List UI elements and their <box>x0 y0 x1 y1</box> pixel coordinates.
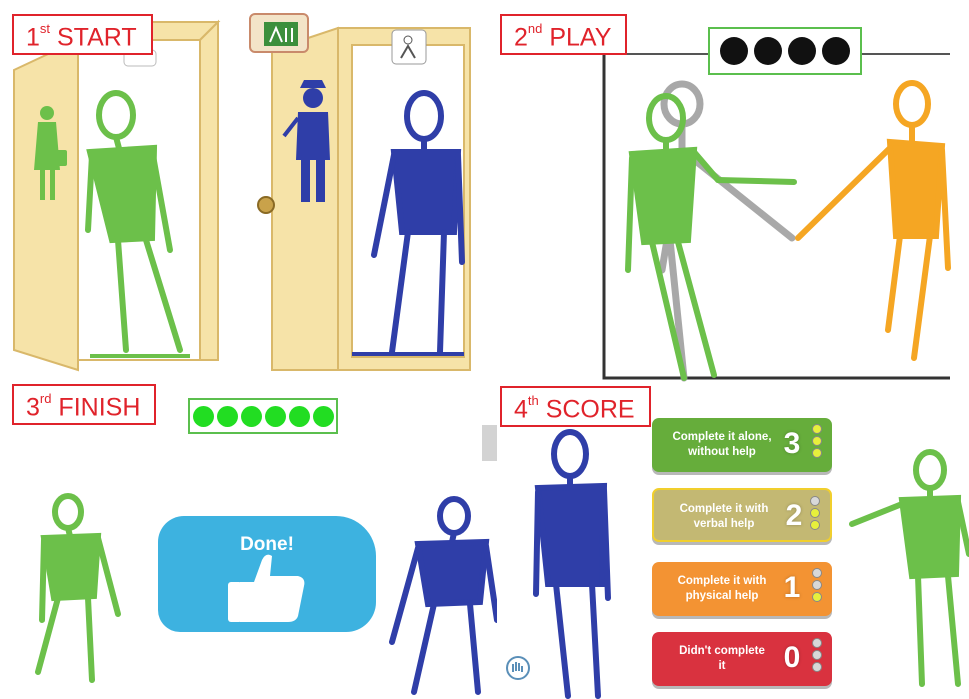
score-option-line1: Complete it with <box>678 575 767 587</box>
door-knob-icon <box>258 197 274 213</box>
score-button-0[interactable]: Didn't complete it 0 <box>652 632 832 686</box>
indicator-light <box>812 436 822 446</box>
blue-stick-figure <box>392 499 497 692</box>
score-points: 2 <box>782 496 806 536</box>
step-word: FINISH <box>58 393 140 421</box>
blue-stick-figure <box>536 432 608 696</box>
step-ordinal-suffix: nd <box>528 21 542 36</box>
score-option-line1: Complete it with <box>680 503 769 515</box>
score-points: 0 <box>780 638 804 678</box>
indicator-light <box>810 520 820 530</box>
step-label-play: 2nd PLAY <box>500 14 627 55</box>
panel-start: 1st START <box>0 0 497 378</box>
score-option-line2: physical help <box>686 590 759 602</box>
score-option-text: Complete it with physical help <box>658 562 786 616</box>
indicator-light <box>810 508 820 518</box>
score-points: 3 <box>780 424 804 464</box>
start-scene <box>0 0 497 378</box>
progress-dot <box>754 37 782 65</box>
orange-stick-figure <box>798 83 948 358</box>
score-option-text: Complete it alone, without help <box>658 418 786 472</box>
score-button-2[interactable]: Complete it with verbal help 2 <box>652 488 832 542</box>
step-ordinal: 4 <box>514 395 528 423</box>
progress-dot <box>217 406 238 427</box>
toilet-sign-icon <box>392 30 426 64</box>
green-stick-figure <box>852 452 969 684</box>
progress-dot <box>265 406 286 427</box>
score-option-text: Didn't complete it <box>658 632 786 686</box>
step-ordinal: 1 <box>26 23 40 51</box>
step-ordinal-suffix: th <box>528 393 539 408</box>
green-stick-figure <box>628 96 794 378</box>
score-points: 1 <box>780 568 804 608</box>
indicator-light <box>812 424 822 434</box>
step-ordinal-suffix: st <box>40 21 50 36</box>
score-option-line1: Didn't complete <box>679 645 765 657</box>
indicator-light <box>812 592 822 602</box>
progress-dot <box>822 37 850 65</box>
score-option-line2: verbal help <box>694 518 755 530</box>
indicator-light <box>812 650 822 660</box>
progress-dot <box>289 406 310 427</box>
indicator-light <box>812 448 822 458</box>
progress-dot <box>313 406 334 427</box>
step-label-finish: 3rd FINISH <box>12 384 156 425</box>
score-option-text: Complete it with verbal help <box>660 490 788 544</box>
step-label-score: 4th SCORE <box>500 386 651 427</box>
panel-finish: 3rd FINISH Done! <box>0 380 497 699</box>
indicator-light <box>810 496 820 506</box>
step-ordinal: 3 <box>26 393 40 421</box>
panel-play: 2nd PLAY <box>498 0 969 383</box>
edge-tab <box>482 425 497 461</box>
step-ordinal: 2 <box>514 23 528 51</box>
left-door-frame <box>200 22 218 360</box>
left-door-panel <box>14 40 78 370</box>
score-indicator-lights <box>812 568 822 602</box>
progress-dot <box>193 406 214 427</box>
step-ordinal-suffix: rd <box>40 391 52 406</box>
score-indicator-lights <box>812 638 822 672</box>
score-option-line1: Complete it alone, <box>672 431 771 443</box>
score-indicator-lights <box>812 424 822 458</box>
score-button-1[interactable]: Complete it with physical help 1 <box>652 562 832 616</box>
score-button-3[interactable]: Complete it alone, without help 3 <box>652 418 832 472</box>
score-indicator-lights <box>810 496 820 530</box>
indicator-light <box>812 580 822 590</box>
indicator-light <box>812 638 822 648</box>
score-option-line2: it <box>718 660 725 672</box>
progress-dot <box>788 37 816 65</box>
progress-dot <box>241 406 262 427</box>
indicator-light <box>812 568 822 578</box>
finish-progress-dots <box>188 398 338 434</box>
step-label-start: 1st START <box>12 14 153 55</box>
score-option-line2: without help <box>688 446 756 458</box>
thumbs-up-icon <box>158 516 376 632</box>
help-hand-icon[interactable] <box>507 657 529 679</box>
restroom-sign-icon <box>250 14 308 52</box>
indicator-light <box>812 662 822 672</box>
step-word: SCORE <box>546 395 635 423</box>
play-progress-dots <box>708 27 862 75</box>
step-word: PLAY <box>549 23 611 51</box>
green-stick-figure <box>38 496 118 680</box>
progress-dot <box>720 37 748 65</box>
done-card[interactable]: Done! <box>158 516 376 632</box>
step-word: START <box>57 23 137 51</box>
